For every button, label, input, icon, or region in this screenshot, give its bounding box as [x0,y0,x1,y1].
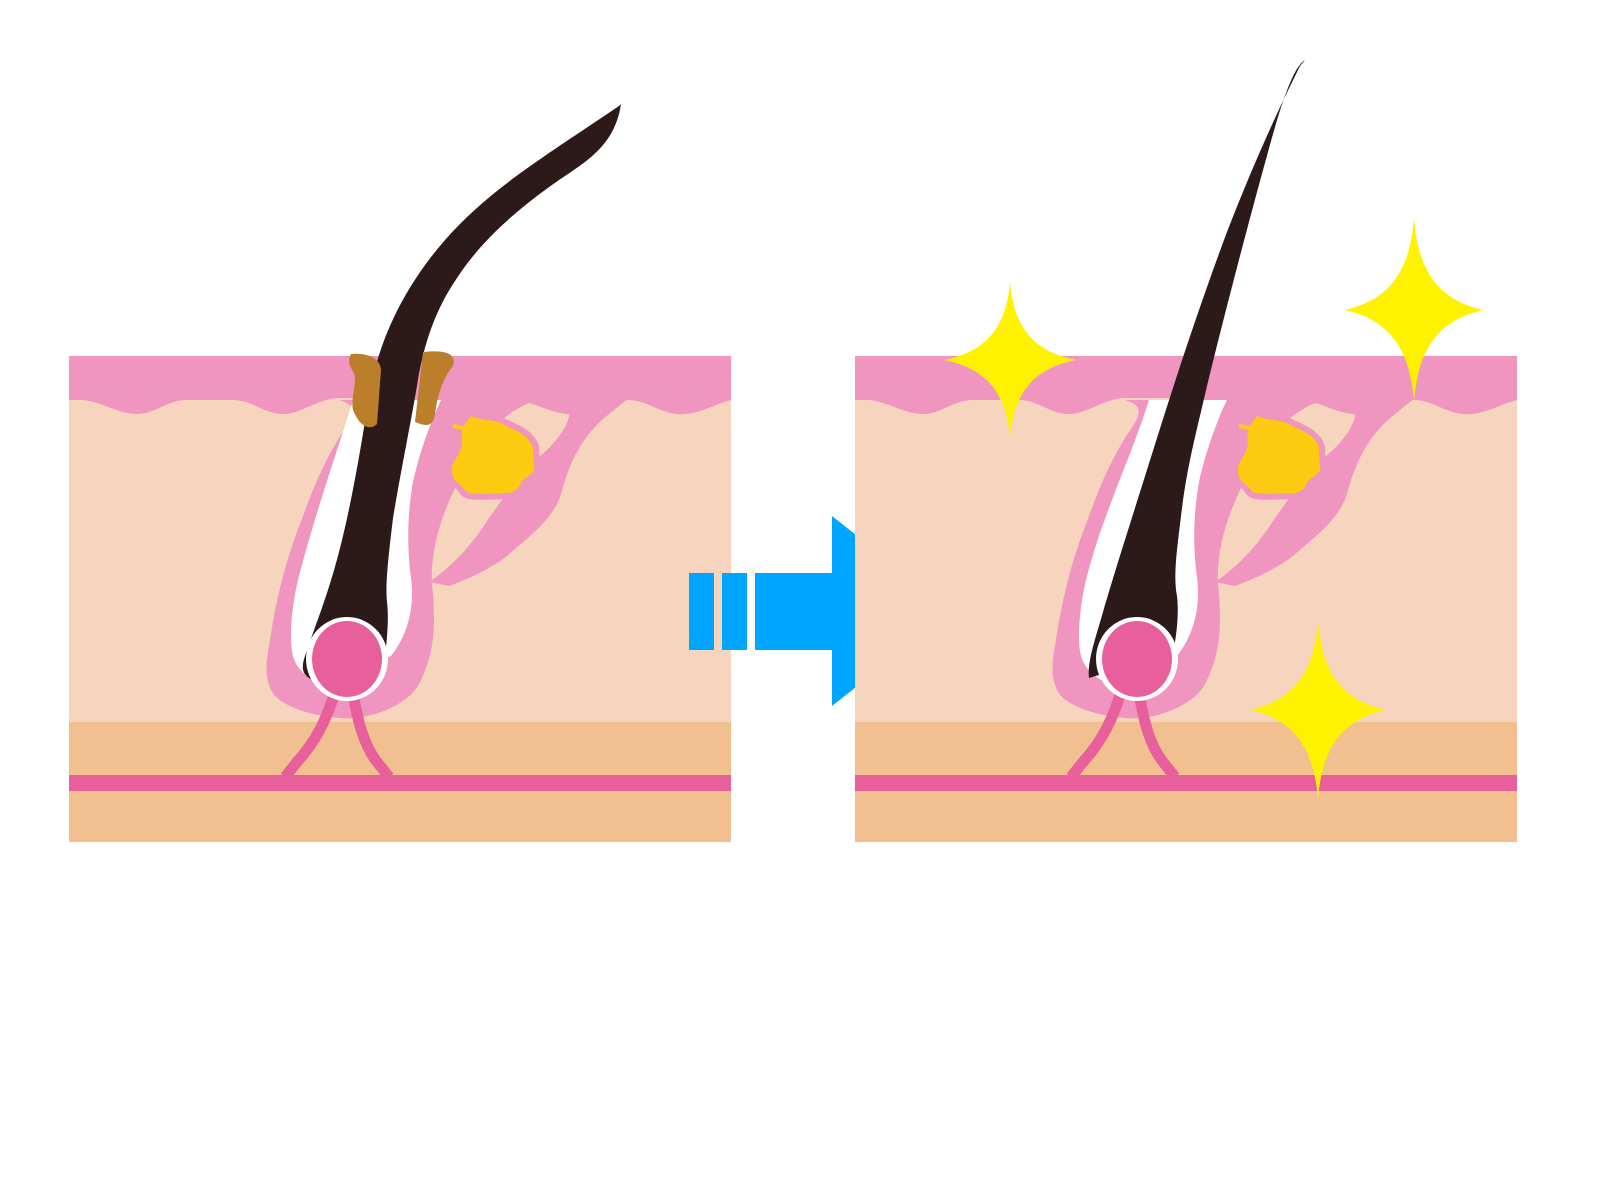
papilla-vessels [280,690,394,781]
arrow-bar-2 [722,573,747,650]
arrow-head [755,516,952,706]
hair-shaft [302,104,621,682]
dermal-papilla [312,621,382,697]
sebaceous-gland [445,408,541,500]
sebum-plug [349,351,454,428]
after-panel [855,60,1517,842]
before-panel [69,104,731,842]
dermal-papilla [1102,621,1172,697]
hair-shaft [1088,60,1305,678]
arrow-bar-1 [689,573,714,650]
transition-arrow [689,516,952,706]
sebaceous-gland [1231,408,1327,500]
